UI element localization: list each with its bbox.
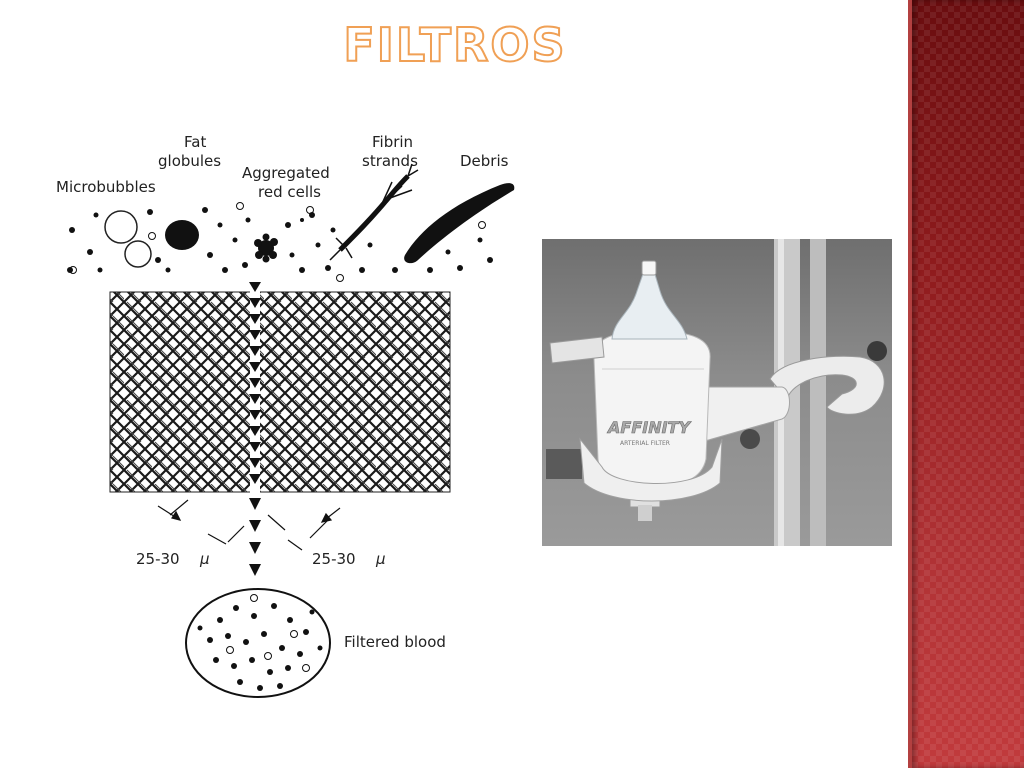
pore-size-right-unit: μ — [375, 550, 386, 568]
pore-size-left-unit: μ — [199, 550, 210, 568]
filter-diagram: Microbubbles Fat globules Aggregated red… — [56, 133, 515, 698]
microbubbles — [104, 210, 152, 268]
filtered-blood-circle — [185, 588, 331, 698]
microbubbles-label: Microbubbles — [56, 178, 156, 196]
aggregated-red-cells-label-line1: Aggregated — [242, 164, 330, 182]
aggregated-red-cells — [254, 233, 278, 263]
fat-globule — [165, 220, 199, 250]
slide-title: FILTROS — [342, 17, 567, 73]
debris-label: Debris — [460, 152, 509, 170]
pore-size-left-value: 25-30 — [136, 550, 180, 568]
side-band-edge — [908, 0, 912, 768]
arterial-filter-photo: AFFINITY ARTERIAL FILTER — [542, 239, 892, 546]
filter-mesh — [109, 291, 451, 493]
filtered-blood-ringed-cells — [226, 594, 310, 672]
pore-size-right-value: 25-30 — [312, 550, 356, 568]
fat-globules-label-line1: Fat — [184, 133, 206, 151]
brand-label: AFFINITY — [606, 418, 691, 437]
fat-globules-label-line2: globules — [158, 152, 221, 170]
pore-dimension-left — [157, 499, 245, 545]
fibrin-strands-label-line2: strands — [362, 152, 418, 170]
fibrin-strands-label-line1: Fibrin — [372, 133, 413, 151]
debris — [404, 183, 515, 264]
small-ringed-cells-above — [69, 202, 486, 282]
flow-arrows — [249, 282, 261, 576]
product-sublabel: ARTERIAL FILTER — [620, 440, 670, 447]
decorative-side-band — [912, 0, 1024, 768]
aggregated-red-cells-label-line2: red cells — [258, 183, 321, 201]
filtered-blood-label: Filtered blood — [344, 633, 446, 651]
filtered-blood-cells — [197, 603, 323, 691]
fibrin-strand — [329, 163, 419, 261]
pore-dimension-right — [267, 507, 341, 551]
blood-cells-above — [67, 207, 493, 273]
